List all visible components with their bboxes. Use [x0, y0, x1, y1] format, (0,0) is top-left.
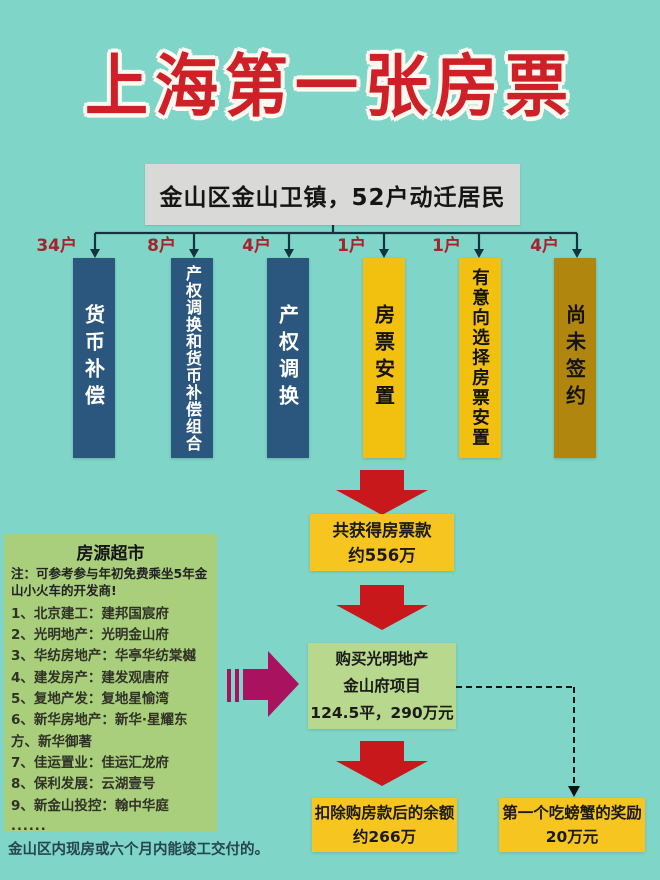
- bar-label: 货币补偿: [81, 304, 106, 412]
- magenta-right-arrow-icon: [227, 651, 299, 717]
- ticket-total-line1: 共获得房票款: [332, 521, 432, 540]
- purchase-box: 购买光明地产 金山府项目 124.5平，290万元: [308, 643, 456, 729]
- list-item: 7、佳运置业：佳运汇龙府: [11, 755, 169, 772]
- branch-bar-intend-housing-ticket: 有意向选择房票安置: [459, 258, 501, 458]
- list-ellipsis: ......: [11, 819, 47, 835]
- bar-label: 产权调换和货币补偿组合: [183, 264, 202, 452]
- bar-label: 房票安置: [371, 304, 396, 412]
- housing-market-title: 房源超市: [76, 544, 145, 564]
- dashed-arrowhead-icon: [568, 786, 580, 797]
- branch-count: 4户: [242, 236, 271, 256]
- branch-count: 4户: [530, 236, 559, 256]
- list-item: 1、北京建工：建邦国宸府: [11, 605, 169, 622]
- branch-count: 1户: [432, 236, 461, 256]
- purchase-line2: 金山府项目: [343, 677, 421, 695]
- list-item: 9、新金山投控：翰中华庭: [11, 797, 169, 814]
- housing-market-panel: 房源超市 注：可参考参与年初免费乘坐5年金山小火车的开发商! 1、北京建工：建邦…: [4, 534, 217, 835]
- branch-bar-monetary-compensation: 货币补偿: [73, 258, 115, 458]
- footer-note: 金山区内现房或六个月内能竣工交付的。: [8, 842, 269, 858]
- list-item: 8、保利发展：云湖壹号: [11, 776, 156, 793]
- header-box: 金山区金山卫镇，52户动迁居民: [145, 164, 520, 225]
- balance-box: 扣除购房款后的余额 约266万: [312, 798, 457, 852]
- branch-count: 1户: [337, 236, 366, 256]
- housing-market-note: 注：可参考参与年初免费乘坐5年金山小火车的开发商!: [11, 566, 208, 598]
- down-arrow-icon: [336, 585, 428, 630]
- bar-label: 尚未签约: [562, 304, 587, 412]
- branch-bar-property-exchange: 产权调换: [267, 258, 309, 458]
- branch-bar-housing-ticket: 房票安置: [363, 258, 405, 458]
- balance-line2: 约266万: [352, 828, 417, 846]
- down-arrow-icon: [336, 741, 428, 786]
- ticket-total-line2: 约556万: [348, 546, 416, 565]
- dashed-connector: [456, 686, 575, 786]
- reward-box: 第一个吃螃蟹的奖励 20万元: [499, 798, 645, 852]
- branch-count: 34户: [36, 236, 77, 256]
- reward-line2: 20万元: [545, 828, 599, 846]
- list-item: 2、光明地产：光明金山府: [11, 627, 169, 644]
- list-item: 3、华纺房地产：华亭华纺棠樾: [11, 648, 196, 665]
- purchase-line1: 购买光明地产: [335, 650, 429, 668]
- balance-line1: 扣除购房款后的余额: [314, 804, 455, 822]
- branch-bar-not-signed: 尚未签约: [554, 258, 596, 458]
- branch-bar-combined-compensation: 产权调换和货币补偿组合: [171, 258, 213, 458]
- bar-label: 产权调换: [275, 304, 300, 412]
- branch-count: 8户: [147, 236, 176, 256]
- list-item: 5、复地产发：复地星愉湾: [11, 691, 169, 708]
- list-item: 6、新华房地产：新华·星耀东方、新华御著: [11, 712, 188, 750]
- list-item: 4、建发房产：建发观唐府: [11, 669, 169, 686]
- down-arrow-icon: [336, 470, 428, 515]
- reward-line1: 第一个吃螃蟹的奖励: [502, 804, 642, 822]
- page-title: 上海第一张房票: [85, 47, 575, 127]
- ticket-total-box: 共获得房票款 约556万: [310, 514, 454, 571]
- purchase-line3: 124.5平，290万元: [310, 704, 454, 722]
- bar-label: 有意向选择房票安置: [469, 268, 490, 448]
